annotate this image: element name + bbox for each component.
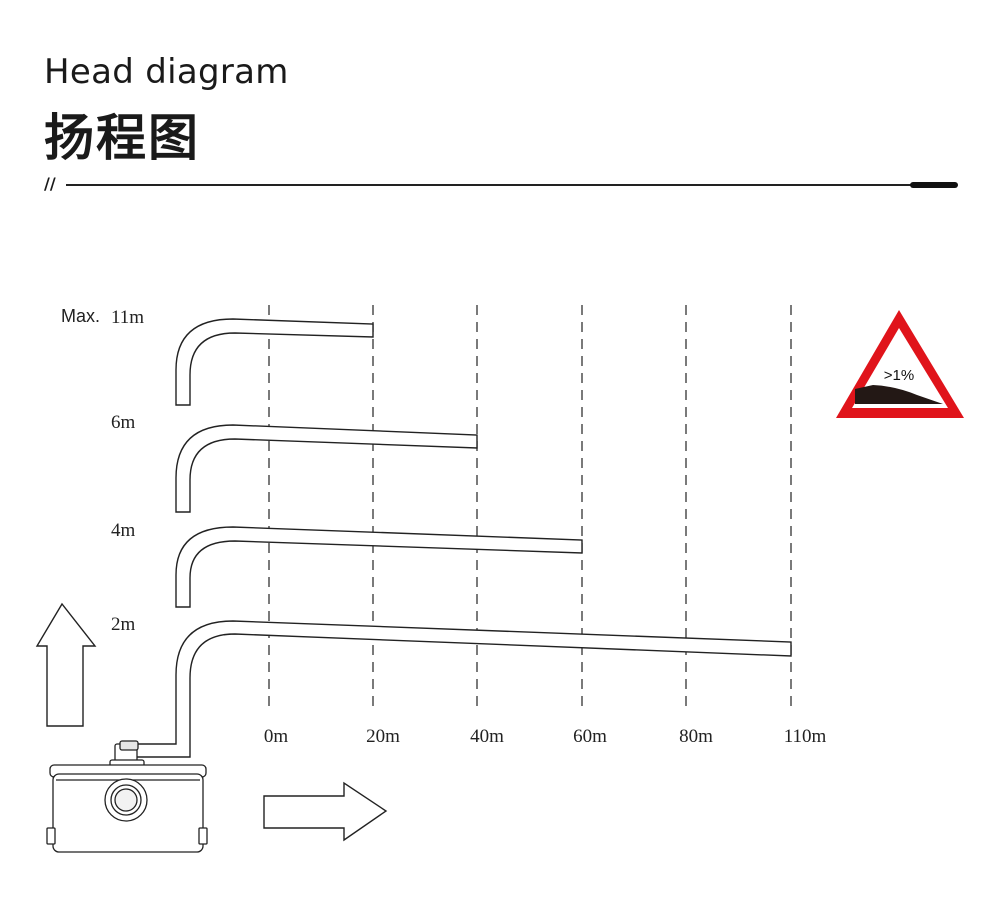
distance-label-80m: 80m [679, 726, 713, 747]
divider-accent [910, 182, 958, 188]
height-label-11m: 11m [111, 307, 144, 328]
up-arrow-icon [35, 602, 97, 727]
distance-label-40m: 40m [470, 726, 504, 747]
height-label-prefix: Max. [61, 306, 100, 326]
distance-label-110m: 110m [784, 726, 827, 747]
distance-label-0m: 0m [264, 726, 289, 747]
distance-label-20m: 20m [366, 726, 400, 747]
slope-warning-sign: >1% [836, 310, 964, 418]
pipe-6m [175, 424, 478, 513]
divider-mark: // [44, 174, 56, 193]
height-label-4m: 4m [111, 520, 136, 541]
right-arrow-icon [263, 781, 388, 842]
title-english: Head diagram [44, 52, 289, 92]
pipe-2m [133, 620, 792, 758]
pump-unit [46, 740, 208, 853]
pipe-11m [175, 318, 374, 406]
height-label-2m: 2m [111, 614, 136, 635]
height-label-6m: 6m [111, 412, 136, 433]
slope-label: >1% [884, 367, 914, 384]
pipe-4m [175, 526, 583, 608]
distance-label-60m: 60m [573, 726, 607, 747]
divider-line [66, 184, 956, 186]
title-chinese: 扬程图 [44, 109, 200, 167]
